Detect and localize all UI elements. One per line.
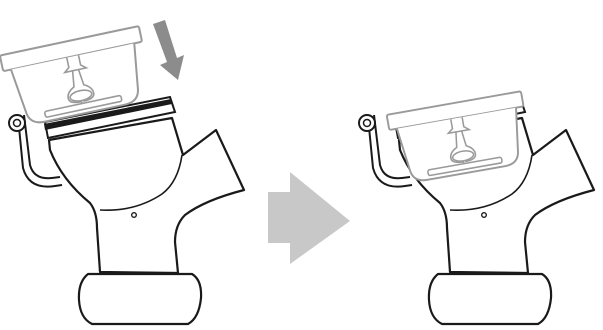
right-arrow-icon (268, 172, 350, 264)
pump-before (0, 20, 246, 326)
down-arrow-icon (153, 20, 184, 80)
pump-after (357, 90, 596, 326)
